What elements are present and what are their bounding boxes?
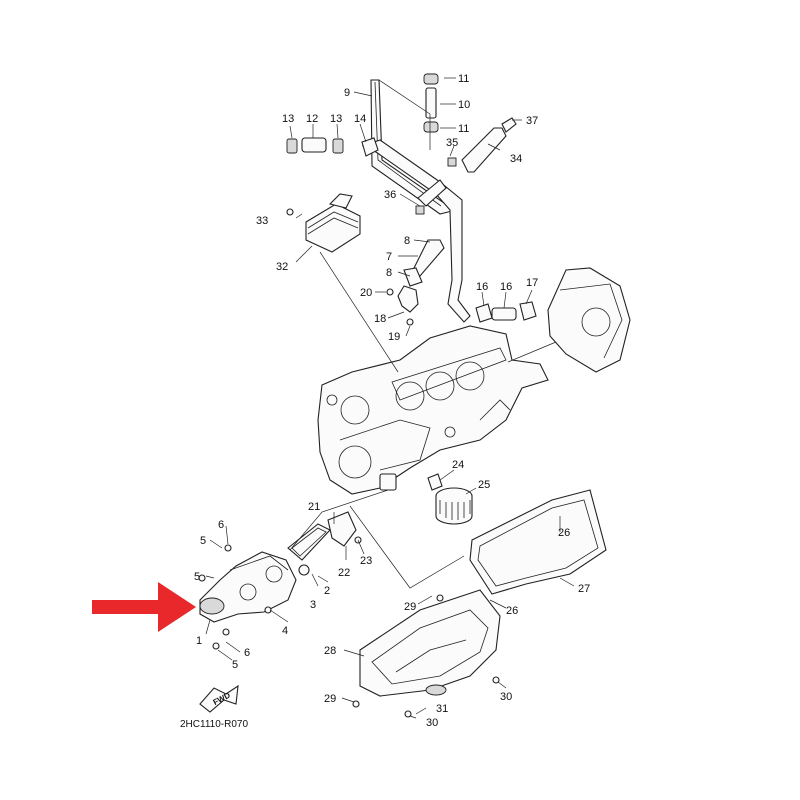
highlight-arrow-icon: [92, 582, 196, 632]
callout-labels: 9 11 10 11 13 12 13 14 37 35 34 36 33 8 …: [194, 73, 590, 729]
callout-19: 20: [360, 287, 372, 299]
callout-30: 30: [426, 717, 438, 729]
crankcase-cover: [547, 267, 631, 373]
callout-11-top: 11: [458, 73, 469, 85]
callout-17: 18: [374, 313, 386, 325]
callout-5-lower: 5: [232, 659, 238, 671]
callout-16-left: 16: [476, 281, 488, 293]
callout-29-upper: 29: [404, 601, 416, 613]
fwd-direction-icon: FWD: [199, 684, 239, 713]
callout-1: 1: [196, 635, 202, 647]
callout-10: 10: [458, 99, 470, 111]
callout-14: 14: [354, 113, 366, 125]
callout-13-right: 13: [330, 113, 342, 125]
callout-9: 9: [344, 87, 350, 99]
drawing-code: 2HC1110-R070: [180, 719, 248, 730]
callout-28: 29: [324, 693, 336, 705]
callout-8-upper: 8: [404, 235, 410, 247]
callout-6-lower: 6: [244, 647, 250, 659]
callout-5-upper: 5: [200, 535, 206, 547]
callout-15: 16: [500, 281, 512, 293]
callout-21: 22: [338, 567, 350, 579]
callout-3: 3: [310, 599, 316, 611]
callout-29-lower: 30: [500, 691, 512, 703]
callout-23: 24: [452, 459, 464, 471]
callout-26-lower: 26: [506, 605, 518, 617]
oil-pump: [198, 544, 310, 650]
breather-pipe-assembly: [286, 73, 537, 326]
oil-cooler: [286, 193, 361, 253]
callout-18: 19: [388, 331, 400, 343]
callout-12: 12: [306, 113, 318, 125]
callout-33: 33: [256, 215, 268, 227]
oil-pan: [352, 589, 501, 718]
callout-6-upper: 6: [218, 519, 224, 531]
gasket-and-pipe: [287, 511, 362, 561]
callout-2: 2: [324, 585, 330, 597]
callout-5-middle: 5: [194, 571, 200, 583]
callout-16-right: 17: [526, 277, 538, 289]
callout-24: 25: [478, 479, 490, 491]
crankcase: [317, 325, 549, 495]
callout-35: 35: [446, 137, 458, 149]
oil-pan-gasket: [469, 489, 607, 595]
callout-37: 37: [526, 115, 538, 127]
red-arrow: [92, 582, 196, 632]
callout-13-left: 13: [282, 113, 294, 125]
callout-27: 27: [578, 583, 590, 595]
callout-7: 7: [386, 251, 392, 263]
callout-8-lower: 8: [386, 267, 392, 279]
callout-36: 36: [384, 189, 396, 201]
callout-31: 31: [436, 703, 448, 715]
callout-4: 4: [282, 625, 288, 637]
callout-25: 28: [324, 645, 336, 657]
oil-filter: [427, 473, 473, 525]
callout-26-upper: 26: [558, 527, 570, 539]
callout-32: 32: [276, 261, 288, 273]
callout-34: 34: [510, 153, 522, 165]
callout-11-bottom: 11: [458, 123, 469, 135]
callout-20: 21: [308, 501, 320, 513]
callout-22: 23: [360, 555, 372, 567]
leader-lines: [205, 77, 575, 719]
